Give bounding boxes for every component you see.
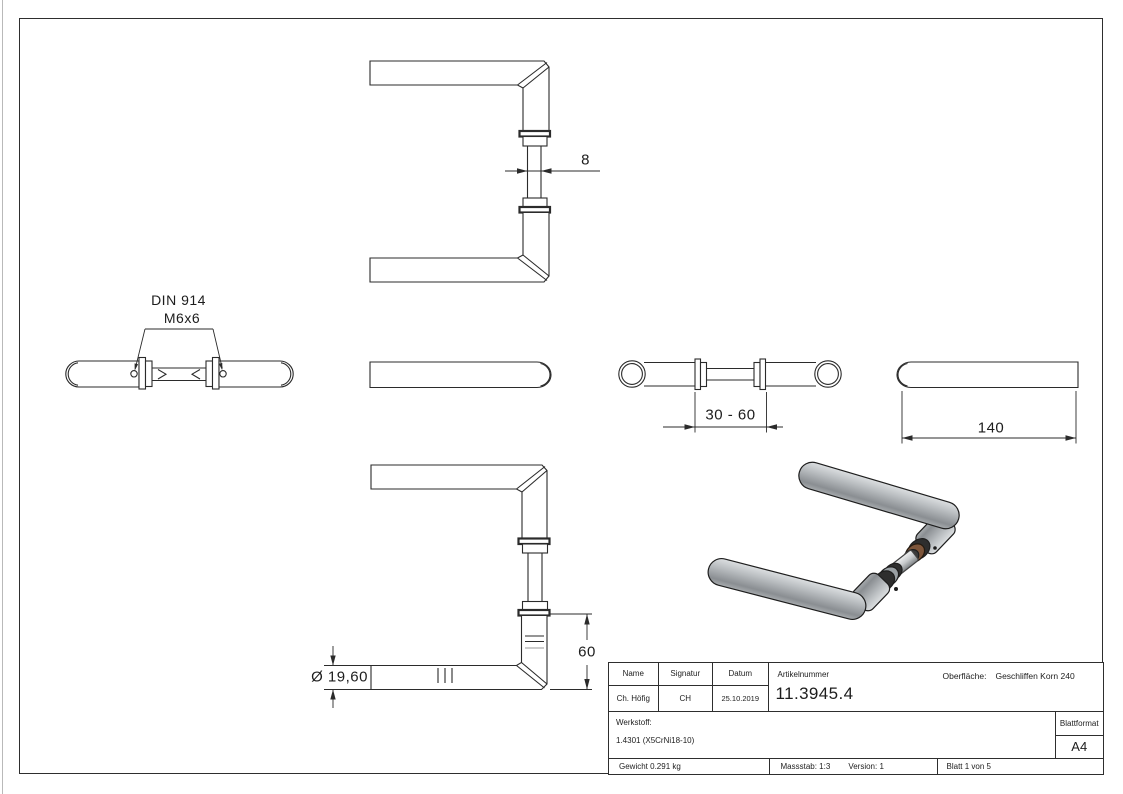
view-plan-pair <box>369 60 600 283</box>
annotation-din-size: M6x6 <box>163 310 201 326</box>
titleblock-material-cell: Werkstoff: 1.4301 (X5CrNi18-10) <box>608 710 1056 759</box>
titleblock-header-name: Name <box>608 662 659 686</box>
scale-value: Massstab: 1:3 <box>780 761 831 771</box>
surface-value: Geschliffen Korn 240 <box>995 671 1075 681</box>
view-spindle-assembly <box>65 328 294 390</box>
titleblock-header-date: Datum <box>712 662 769 686</box>
titleblock-weight-cell: Gewicht 0.291 kg <box>608 757 770 775</box>
titleblock-value-date: 25.10.2019 <box>712 684 769 712</box>
iso-lower-grip <box>707 557 867 621</box>
titleblock-sheet-cell: Blatt 1 von 5 <box>936 757 1104 775</box>
annotation-din-standard: DIN 914 <box>151 292 206 308</box>
titleblock-sheetformat-label: Blattformat <box>1055 710 1104 736</box>
view-grip-length <box>896 361 1079 444</box>
article-number-value: 11.3945.4 <box>775 684 854 703</box>
dim-label-grip-length: 140 <box>977 419 1005 437</box>
dim-label-grip-diameter: Ø 19,60 <box>311 668 368 686</box>
page-edge-line <box>2 0 3 794</box>
surface-row: Oberfläche: Geschliffen Korn 240 <box>943 671 1075 681</box>
titleblock-article-cell: Artikelnummer 11.3945.4 Oberfläche: Gesch… <box>767 662 1104 712</box>
surface-label: Oberfläche: <box>942 671 987 681</box>
iso-upper-grip <box>798 461 960 530</box>
titleblock-scale-cell: Massstab: 1:3 Version: 1 <box>768 757 938 775</box>
material-label: Werkstoff: <box>616 717 652 727</box>
titleblock-value-signature: CH <box>657 684 713 712</box>
view-clamp-assembly <box>618 358 842 433</box>
titleblock-sheetformat-value: A4 <box>1055 734 1104 759</box>
view-grip-top <box>369 361 552 389</box>
dim-label-square-8: 8 <box>581 151 590 169</box>
material-value: 1.4301 (X5CrNi18-10) <box>616 735 695 745</box>
titleblock-header-signature: Signatur <box>657 662 713 686</box>
version-value: Version: 1 <box>848 761 884 771</box>
view-front-pair <box>324 464 592 708</box>
article-number-label: Artikelnummer <box>777 670 830 679</box>
drawing-frame <box>19 18 1103 774</box>
dim-label-neck-height: 60 <box>578 643 596 661</box>
view-isometric <box>707 461 960 621</box>
dim-label-clamp-range: 30 - 60 <box>705 406 756 424</box>
titleblock-value-name: Ch. Höfig <box>608 684 659 712</box>
